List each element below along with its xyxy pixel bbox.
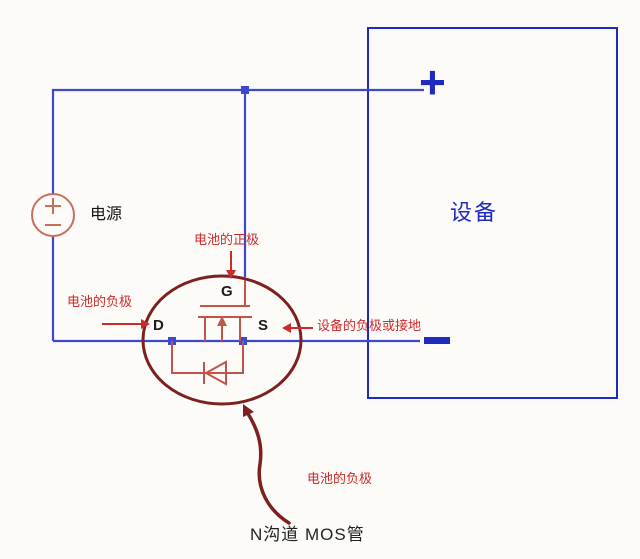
device-negative-annotation: 设备的负极或接地 [317, 318, 422, 333]
body-diode-triangle [203, 360, 227, 386]
substrate-arrowhead [217, 316, 227, 326]
mosfet-caption: N沟道 MOS管 [250, 525, 365, 544]
annotation-arrows [102, 251, 313, 333]
curved-arrow-shaft [245, 410, 291, 525]
device-plus-symbol: + [419, 56, 446, 108]
gate-pin-label: G [221, 283, 233, 300]
drain-pin-label: D [153, 317, 164, 334]
power-source-symbol [31, 193, 75, 237]
arrow-to-source-head [282, 323, 291, 333]
device-label: 设备 [450, 200, 499, 225]
power-circle [31, 193, 75, 237]
mosfet-ellipse [141, 274, 303, 406]
power-plus [45, 198, 61, 214]
wires [51, 88, 424, 343]
junction-dot [241, 86, 249, 94]
curved-arrow-head [243, 404, 254, 417]
arrow-to-gate-head [226, 270, 236, 279]
power-source-label: 电源 [90, 206, 123, 223]
source-pin-label: S [258, 317, 269, 334]
curved-arrow [243, 404, 291, 525]
battery-negative-annotation: 电池的负极 [67, 294, 133, 309]
body-diode-loop [171, 341, 244, 374]
battery-positive-annotation: 电池的正极 [194, 232, 260, 247]
arrow-to-drain-head [141, 319, 150, 329]
battery-negative-pointer-annotation: 电池的负极 [307, 471, 373, 486]
mosfet-symbol [171, 280, 252, 386]
wire-top [51, 88, 424, 194]
device-box [367, 27, 618, 399]
device-minus-symbol [424, 337, 450, 344]
